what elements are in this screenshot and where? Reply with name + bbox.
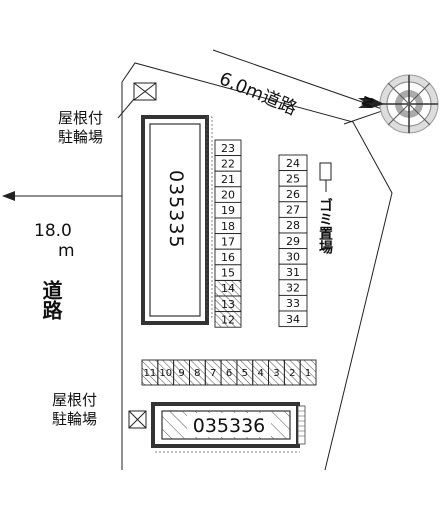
parking-stall-number: 20 xyxy=(221,189,235,202)
parking-stall-9: 9 xyxy=(173,359,190,386)
garbage-area: ゴミ置場 xyxy=(317,162,333,255)
parking-stall-4: 4 xyxy=(252,359,269,386)
parking-stall-6: 6 xyxy=(220,359,238,386)
top-bike-parking-label-1: 屋根付 xyxy=(58,109,103,127)
parking-stall-number: 3 xyxy=(273,368,279,379)
parking-stall-1: 1 xyxy=(299,359,317,386)
parking-stall-number: 2 xyxy=(289,368,295,379)
parking-stall-number: 15 xyxy=(221,267,235,280)
bottom-bike-parking-label-2: 駐輪場 xyxy=(52,410,97,428)
parking-stall-number: 12 xyxy=(221,313,235,326)
parking-stall-11: 11 xyxy=(141,359,159,386)
parking-stall-number: 22 xyxy=(221,157,235,170)
bottom-bike-parking: 屋根付 駐輪場 xyxy=(52,391,147,429)
west-road-arrow-icon xyxy=(2,191,15,201)
parking-stall-number: 1 xyxy=(305,368,311,379)
parking-stall-27: 27 xyxy=(278,201,308,218)
parking-stall-23: 23 xyxy=(214,139,242,157)
compass-icon: N xyxy=(358,74,439,134)
garbage-label: ゴミ置場 xyxy=(317,197,333,255)
west-road-width: 18.0 xyxy=(34,221,72,241)
parking-stall-number: 30 xyxy=(286,250,300,263)
parking-stall-19: 19 xyxy=(214,201,242,219)
parking-stall-number: 13 xyxy=(221,298,235,311)
parking-stall-22: 22 xyxy=(214,155,242,172)
parking-stall-18: 18 xyxy=(214,217,242,235)
compass-north-letter: N xyxy=(359,94,378,111)
west-road-unit: m xyxy=(58,241,75,261)
parking-stall-3: 3 xyxy=(268,359,285,386)
parking-stall-33: 33 xyxy=(278,294,308,312)
parking-stall-number: 18 xyxy=(221,220,235,233)
north-road-edge xyxy=(212,49,386,111)
parking-stall-14: 14 xyxy=(214,279,242,297)
parking-stall-number: 25 xyxy=(286,172,300,185)
parking-stall-number: 29 xyxy=(286,235,300,248)
parking-stall-30: 30 xyxy=(278,248,308,265)
parking-column-left: 23 22 21 20 19 18 17 16 15 14 13 12 xyxy=(214,139,242,328)
parking-stall-number: 5 xyxy=(242,368,248,379)
parking-column-right: 24 25 26 27 28 29 30 31 32 33 34 xyxy=(278,154,308,328)
parking-stall-number: 6 xyxy=(226,368,232,379)
site-boundary xyxy=(121,62,393,471)
parking-stall-29: 29 xyxy=(278,232,308,250)
parking-stall-21: 21 xyxy=(214,170,242,188)
parking-stall-28: 28 xyxy=(278,216,308,234)
parking-stall-number: 31 xyxy=(286,266,300,279)
parking-stall-number: 32 xyxy=(286,282,300,295)
bottom-bike-parking-label-1: 屋根付 xyxy=(52,391,97,409)
parking-stall-15: 15 xyxy=(214,264,242,281)
parking-stall-26: 26 xyxy=(278,185,308,203)
building-035336-label: 035336 xyxy=(193,415,266,437)
parking-stall-number: 28 xyxy=(286,219,300,232)
top-bike-parking-label-2: 駐輪場 xyxy=(58,128,103,146)
parking-stall-12: 12 xyxy=(214,311,242,328)
parking-stall-32: 32 xyxy=(278,279,308,296)
parking-stall-17: 17 xyxy=(214,233,242,250)
parking-stall-number: 10 xyxy=(159,368,172,379)
west-road-label: 道路 xyxy=(39,279,63,321)
parking-stall-number: 21 xyxy=(221,173,235,186)
building-035335: 035335 xyxy=(141,115,213,325)
parking-stall-10: 10 xyxy=(157,359,175,386)
parking-stall-number: 19 xyxy=(221,204,235,217)
parking-stall-5: 5 xyxy=(236,359,254,386)
parking-stall-number: 23 xyxy=(221,142,235,155)
parking-stall-7: 7 xyxy=(204,359,222,386)
parking-stall-number: 11 xyxy=(144,368,157,379)
parking-stall-2: 2 xyxy=(283,359,301,386)
building-035336: 035336 xyxy=(151,402,306,453)
parking-stall-number: 8 xyxy=(194,368,200,379)
west-road: 18.0 m 道路 xyxy=(2,191,122,321)
parking-stall-24: 24 xyxy=(278,154,308,172)
parking-stall-25: 25 xyxy=(278,170,308,187)
building-035335-label: 035335 xyxy=(165,170,187,249)
parking-stall-8: 8 xyxy=(189,359,206,386)
parking-stall-number: 33 xyxy=(286,297,300,310)
parking-stall-number: 24 xyxy=(286,157,300,170)
parking-stall-number: 26 xyxy=(286,188,300,201)
parking-stall-number: 14 xyxy=(221,282,235,295)
parking-stall-number: 16 xyxy=(221,251,235,264)
parking-stall-number: 7 xyxy=(210,368,216,379)
parking-stall-number: 4 xyxy=(257,368,263,379)
parking-stall-13: 13 xyxy=(214,295,242,313)
parking-stall-20: 20 xyxy=(214,186,242,203)
top-bike-parking: 屋根付 駐輪場 xyxy=(58,82,157,146)
parking-stall-number: 9 xyxy=(178,368,184,379)
parking-stall-16: 16 xyxy=(214,248,242,266)
parking-stall-31: 31 xyxy=(278,263,308,281)
parking-stall-number: 17 xyxy=(221,235,235,248)
parking-stall-number: 34 xyxy=(286,313,300,326)
parking-stall-34: 34 xyxy=(278,310,308,328)
parking-stall-number: 27 xyxy=(286,204,300,217)
